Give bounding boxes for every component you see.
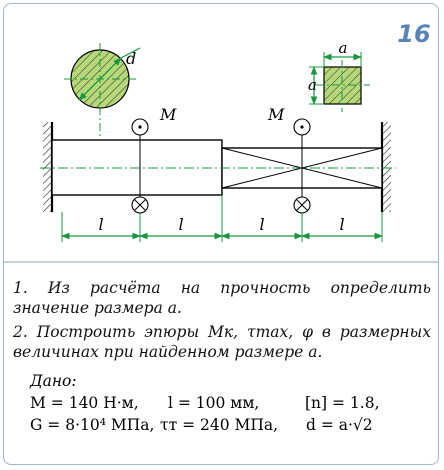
square-side-dimension-label: a [308,76,317,94]
square-cross-section: a a [308,39,370,112]
given-yield-stress: τт = 240 МПа, [160,416,279,434]
left-wall [43,122,54,212]
given-title: Дано: [30,372,77,390]
square-top-dimension-label: a [339,39,348,57]
diameter-dimension-line [78,57,122,101]
moment-right: M [267,105,311,214]
span-label-4: l [339,215,344,234]
diameter-label: d [126,49,136,68]
given-size-relation: d = a·√2 [306,416,373,434]
circular-cross-section: d [64,43,141,138]
span-dimensions: l l l l [61,195,383,242]
span-label-1: l [98,215,103,234]
moment-left: M [131,105,177,214]
task-2: 2. Построить эпюры Mк, τmax, φ в размерн… [13,323,431,361]
given-moment: M = 140 Н·м, [30,394,139,412]
given-length: l = 100 мм, [168,394,260,412]
problem-number: 16 [397,20,430,48]
moment-left-label: M [159,105,177,124]
right-wall [380,122,391,212]
given-safety-factor: [n] = 1.8, [305,394,380,412]
moment-right-label: M [267,105,285,124]
given-shear-modulus: G = 8·10⁴ МПа, [30,416,155,434]
span-label-3: l [259,215,264,234]
span-label-2: l [178,215,183,234]
task-1: 1. Из расчёта на прочность определить зн… [13,279,431,317]
